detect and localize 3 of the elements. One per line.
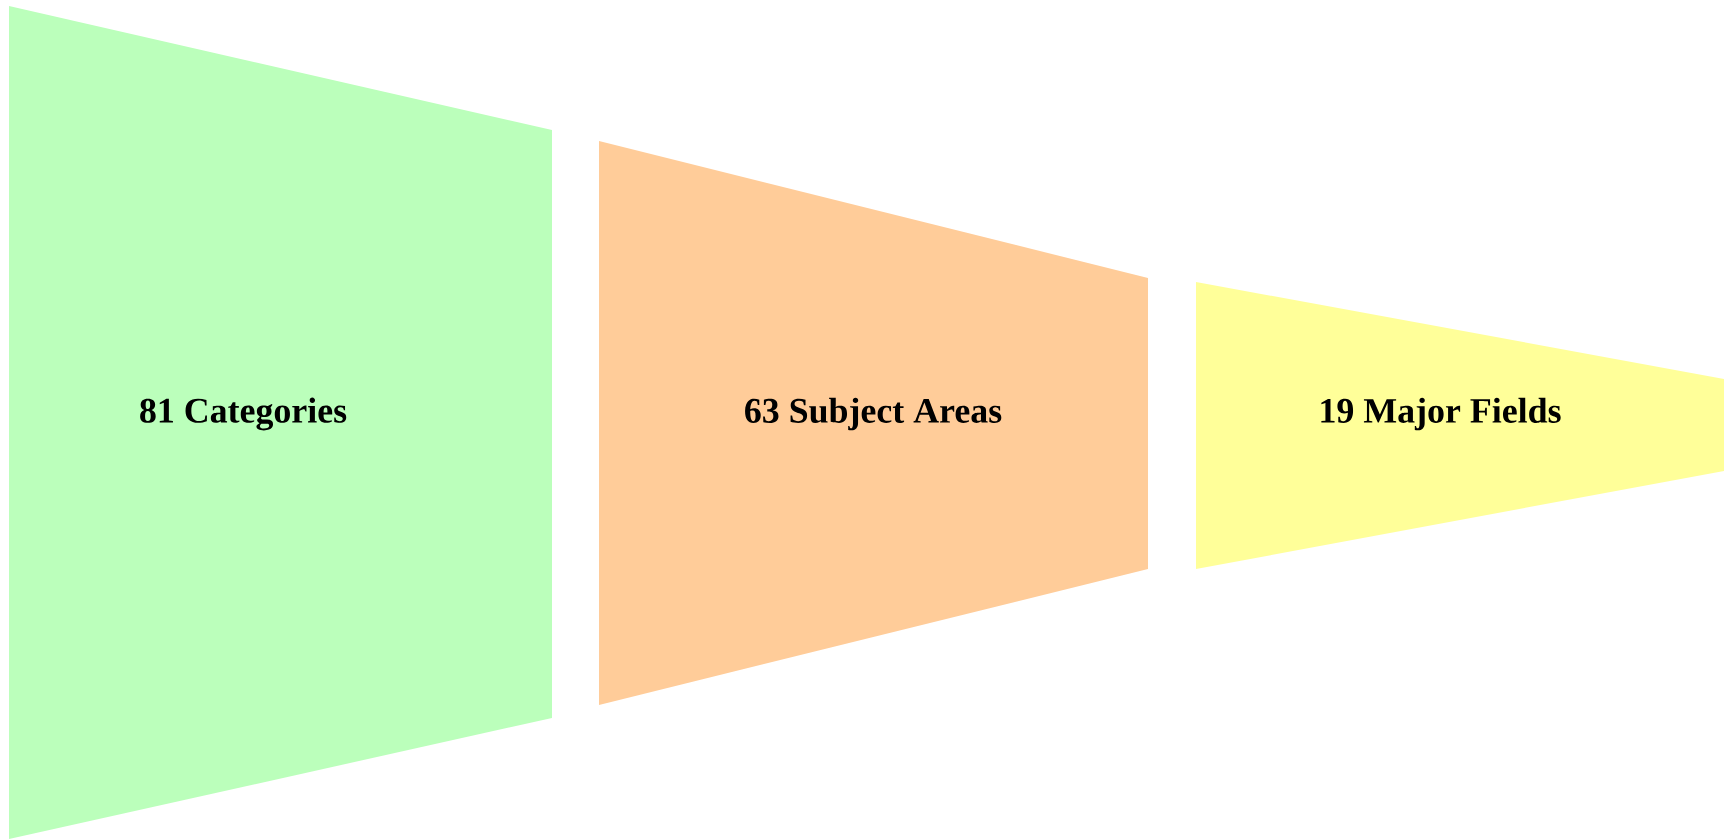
funnel-segment: 81 Categories bbox=[9, 6, 552, 839]
funnel-segment: 63 Subject Areas bbox=[599, 141, 1148, 705]
funnel-segment: 19 Major Fields bbox=[1196, 282, 1724, 569]
